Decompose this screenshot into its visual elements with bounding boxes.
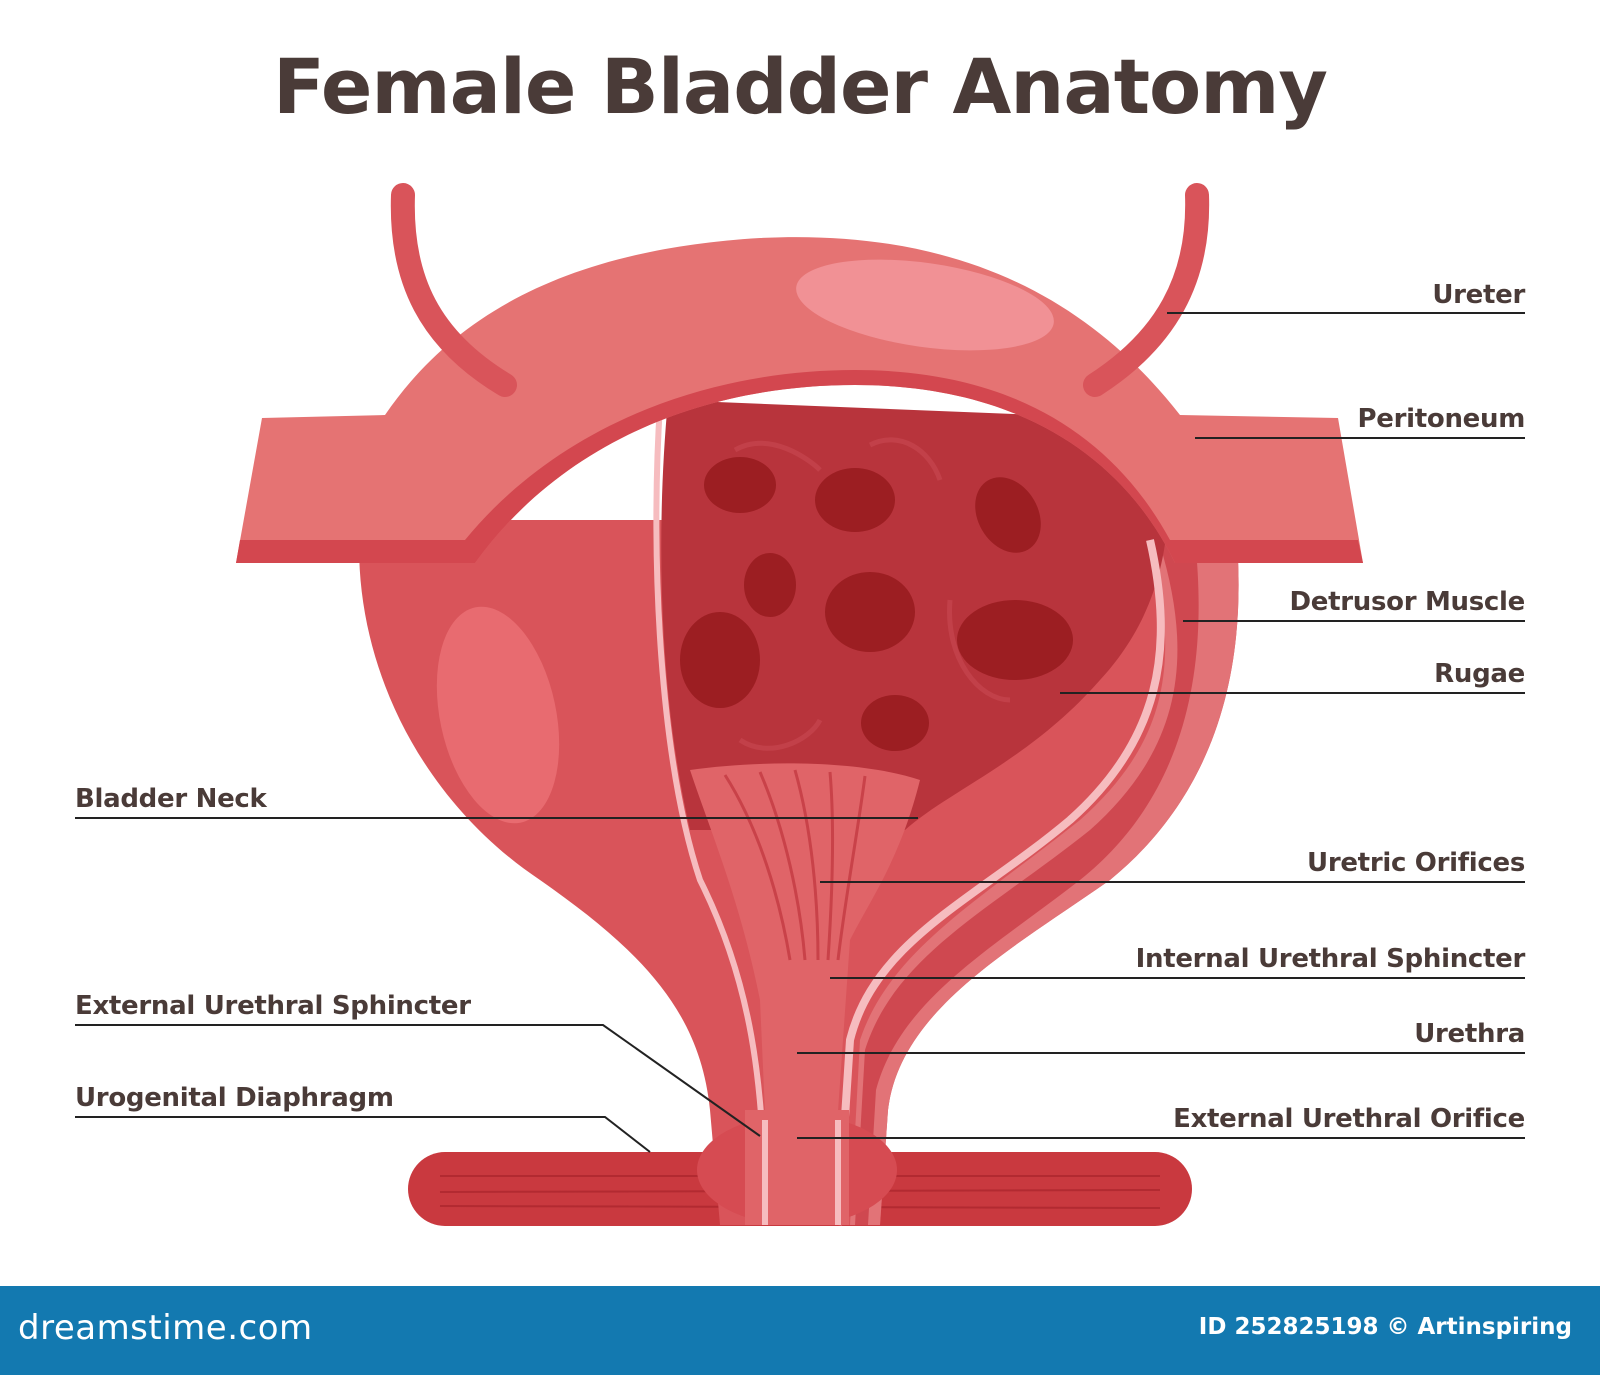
- brand-logo-text[interactable]: dreamstime.com: [18, 1308, 313, 1348]
- label-peritoneum: Peritoneum: [1357, 404, 1526, 434]
- label-external-urethral-sphincter: External Urethral Sphincter: [75, 991, 471, 1021]
- label-detrusor-muscle: Detrusor Muscle: [1289, 587, 1525, 617]
- label-uretric-orifices: Uretric Orifices: [1307, 848, 1525, 878]
- diagram-title: Female Bladder Anatomy: [273, 42, 1328, 131]
- bladder-illustration: [75, 183, 1525, 1226]
- rugae-shapes: [680, 457, 1073, 751]
- image-credit: ID 252825198 © Artinspiring: [1198, 1314, 1572, 1340]
- leader-lines: [75, 312, 1525, 1153]
- label-bladder-neck: Bladder Neck: [75, 784, 267, 814]
- label-internal-urethral-sphincter: Internal Urethral Sphincter: [1135, 944, 1526, 974]
- label-ureter: Ureter: [1432, 280, 1525, 310]
- label-urogenital-diaphragm: Urogenital Diaphragm: [75, 1083, 394, 1113]
- label-external-urethral-orifice: External Urethral Orifice: [1173, 1104, 1525, 1134]
- ureter-shapes: [390, 183, 1210, 397]
- label-urethra: Urethra: [1414, 1019, 1525, 1049]
- label-rugae: Rugae: [1434, 659, 1525, 689]
- footer-bar: dreamstime.com ID 252825198 © Artinspiri…: [0, 1286, 1600, 1375]
- rugae-folds: [733, 437, 1011, 751]
- peritoneum-shape: [236, 237, 1363, 563]
